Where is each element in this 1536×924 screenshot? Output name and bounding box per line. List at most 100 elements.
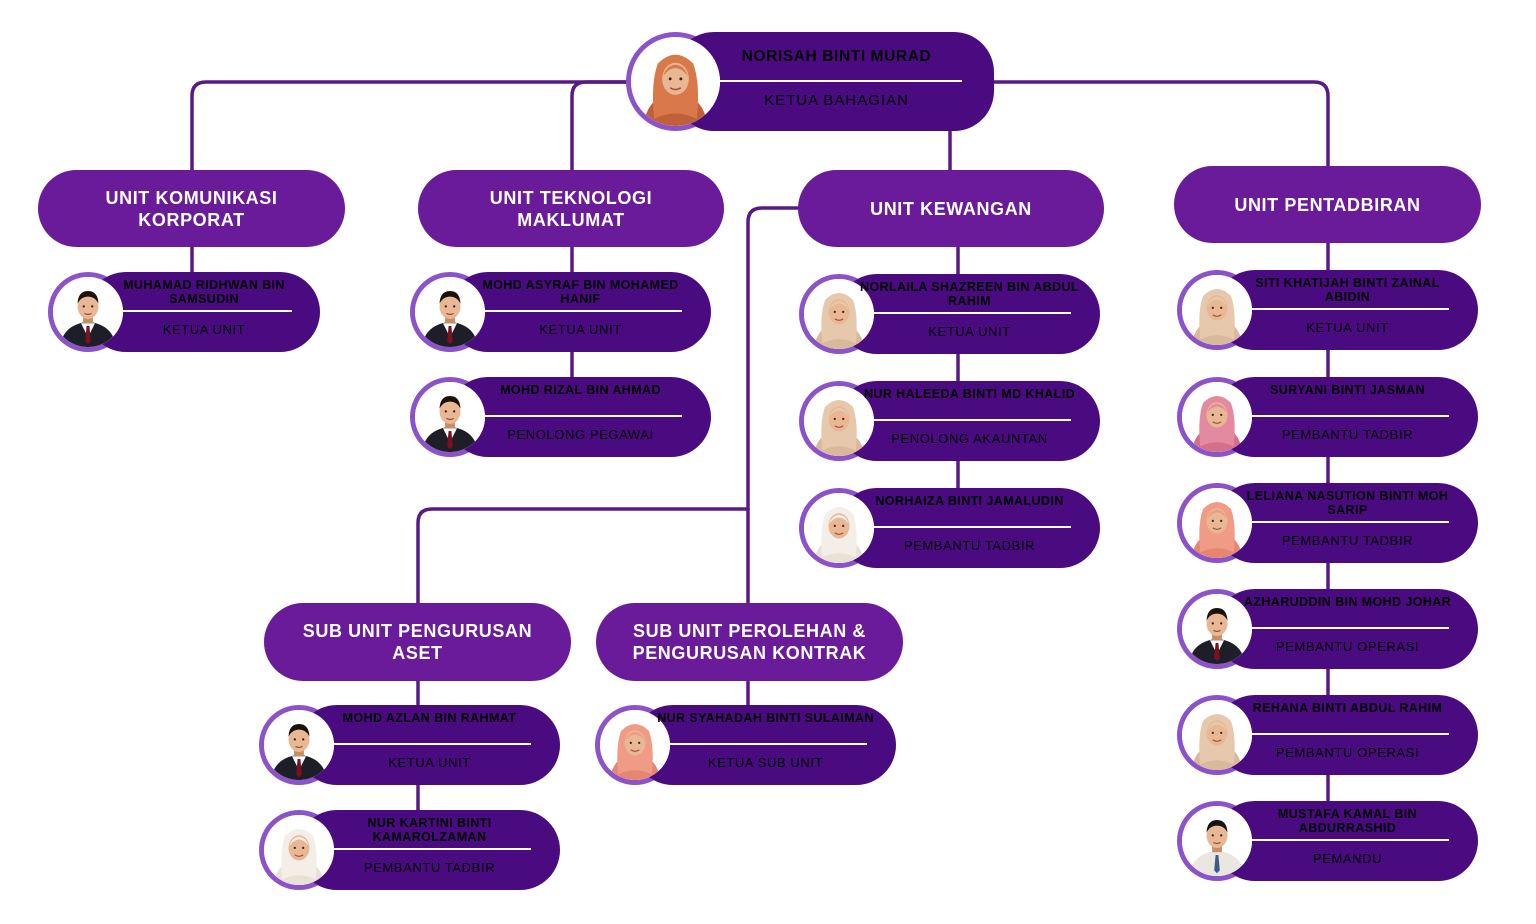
connector-kewangan-subunits [746, 206, 800, 606]
staff-name: MUSTAFA KAMAL BIN ABDURRASHID [1277, 807, 1418, 835]
staff-card: NORHAIZA BINTI JAMALUDIN PEMBANTU TADBIR [799, 488, 1100, 568]
staff-card-body [633, 705, 896, 785]
staff-card: NORLAILA SHAZREEN BIN ABDUL RAHIM KETUA … [799, 274, 1100, 354]
name-divider [1246, 521, 1449, 523]
connector-head-teknologi [570, 80, 642, 174]
staff-photo [1182, 382, 1252, 452]
staff-card: AZHARUDDIN BIN MOHD JOHAR PEMBANTU OPERA… [1177, 589, 1478, 669]
staff-role: PEMBANTU TADBIR [903, 538, 1036, 553]
staff-card-body [1215, 801, 1478, 881]
staff-name: NORLAILA SHAZREEN BIN ABDUL RAHIM [860, 280, 1079, 308]
staff-photo [264, 710, 334, 780]
staff-name: NORHAIZA BINTI JAMALUDIN [875, 494, 1064, 508]
name-divider [1246, 733, 1449, 735]
staff-name: NUR KARTINI BINTI KAMAROLZAMAN [367, 816, 492, 844]
staff-role: PEMBANTU TADBIR [1281, 427, 1414, 442]
unit-kewangan: UNIT KEWANGAN [798, 170, 1104, 247]
name-divider [1246, 308, 1449, 310]
staff-role: KETUA SUB UNIT [707, 755, 824, 770]
name-divider [664, 743, 867, 745]
staff-role: PEMBANTU OPERASI [1275, 745, 1420, 760]
unit-teknologi-maklumat: UNIT TEKNOLOGI MAKLUMAT [418, 170, 724, 247]
staff-card: NUR SYAHADAH BINTI SULAIMAN KETUA SUB UN… [595, 705, 896, 785]
staff-card-body [448, 272, 711, 352]
name-divider [1246, 839, 1449, 841]
name-divider [328, 848, 531, 850]
name-divider [868, 526, 1071, 528]
name-divider [479, 310, 682, 312]
staff-card: NUR KARTINI BINTI KAMAROLZAMAN PEMBANTU … [259, 810, 560, 890]
staff-card-body [448, 377, 711, 457]
staff-photo [1182, 700, 1252, 770]
staff-card: LELIANA NASUTION BINTI MOH SARIP PEMBANT… [1177, 483, 1478, 563]
staff-photo [53, 277, 123, 347]
staff-card-body [86, 272, 320, 352]
name-divider [1246, 627, 1449, 629]
connector-head-komunikasi [190, 80, 642, 174]
staff-role: KETUA UNIT [162, 322, 246, 337]
name-divider [479, 415, 682, 417]
staff-role: PEMBANTU TADBIR [1281, 533, 1414, 548]
connector-branch-aset [416, 507, 750, 606]
staff-photo [600, 710, 670, 780]
staff-name: MUHAMAD RIDHWAN BIN SAMSUDIN [123, 278, 285, 306]
staff-name: NUR SYAHADAH BINTI SULAIMAN [657, 711, 874, 725]
name-divider [116, 310, 292, 312]
staff-role: KETUA UNIT [928, 324, 1011, 339]
staff-photo [415, 277, 485, 347]
staff-photo [1182, 594, 1252, 664]
name-divider [711, 80, 962, 82]
staff-role: PEMBANTU TADBIR [363, 860, 496, 875]
staff-name: SURYANI BINTI JASMAN [1269, 383, 1425, 397]
name-divider [328, 743, 531, 745]
staff-card: SURYANI BINTI JASMAN PEMBANTU TADBIR [1177, 377, 1478, 457]
staff-name: MOHD ASYRAF BIN MOHAMED HANIF [482, 278, 679, 306]
staff-card-body [1215, 589, 1478, 669]
staff-role: PENOLONG PEGAWAI [507, 427, 654, 442]
staff-name: SITI KHATIJAH BINTI ZAINAL ABIDIN [1255, 276, 1440, 304]
staff-card: MOHD ASYRAF BIN MOHAMED HANIF KETUA UNIT [410, 272, 711, 352]
name-divider [868, 419, 1071, 421]
staff-card-body [837, 381, 1100, 461]
staff-role: KETUA UNIT [1306, 320, 1389, 335]
sub-unit-pengurusan-aset: SUB UNIT PENGURUSAN ASET [264, 603, 571, 681]
staff-name: LELIANA NASUTION BINTI MOH SARIP [1246, 489, 1449, 517]
staff-card-body [1215, 695, 1478, 775]
staff-role: KETUA BAHAGIAN [764, 92, 909, 109]
staff-name: AZHARUDDIN BIN MOHD JOHAR [1243, 595, 1452, 609]
head-card: NORISAH BINTI MURAD KETUA BAHAGIAN [626, 32, 994, 131]
staff-photo [415, 382, 485, 452]
staff-photo [631, 37, 720, 126]
staff-photo [264, 815, 334, 885]
staff-role: KETUA UNIT [388, 755, 471, 770]
staff-card: NUR HALEEDA BINTI MD KHALID PENOLONG AKA… [799, 381, 1100, 461]
staff-card: MOHD RIZAL BIN AHMAD PENOLONG PEGAWAI [410, 377, 711, 457]
staff-name: NUR HALEEDA BINTI MD KHALID [863, 387, 1076, 401]
name-divider [1246, 415, 1449, 417]
staff-name: NORISAH BINTI MURAD [741, 48, 932, 65]
staff-card: MOHD AZLAN BIN RAHMAT KETUA UNIT [259, 705, 560, 785]
staff-card-body [297, 705, 560, 785]
staff-card: REHANA BINTI ABDUL RAHIM PEMBANTU OPERAS… [1177, 695, 1478, 775]
staff-photo [1182, 806, 1252, 876]
staff-photo [804, 493, 874, 563]
sub-unit-perolehan-kontrak: SUB UNIT PEROLEHAN & PENGURUSAN KONTRAK [596, 603, 903, 681]
staff-role: PENOLONG AKAUNTAN [891, 431, 1048, 446]
staff-photo [1182, 275, 1252, 345]
unit-komunikasi-korporat: UNIT KOMUNIKASI KORPORAT [38, 170, 345, 247]
connector-head-pentadbiran [988, 80, 1330, 170]
staff-role: PEMBANTU OPERASI [1275, 639, 1420, 654]
staff-card: MUSTAFA KAMAL BIN ABDURRASHID PEMANDU [1177, 801, 1478, 881]
staff-card-body [1215, 483, 1478, 563]
staff-name: MOHD AZLAN BIN RAHMAT [342, 711, 517, 725]
name-divider [868, 312, 1071, 314]
staff-card: MUHAMAD RIDHWAN BIN SAMSUDIN KETUA UNIT [48, 272, 320, 352]
staff-card-body [837, 274, 1100, 354]
staff-role: KETUA UNIT [539, 322, 622, 337]
staff-card-body [1215, 377, 1478, 457]
unit-pentadbiran: UNIT PENTADBIRAN [1174, 166, 1481, 243]
staff-card-body [297, 810, 560, 890]
staff-role: PEMANDU [1312, 851, 1383, 866]
